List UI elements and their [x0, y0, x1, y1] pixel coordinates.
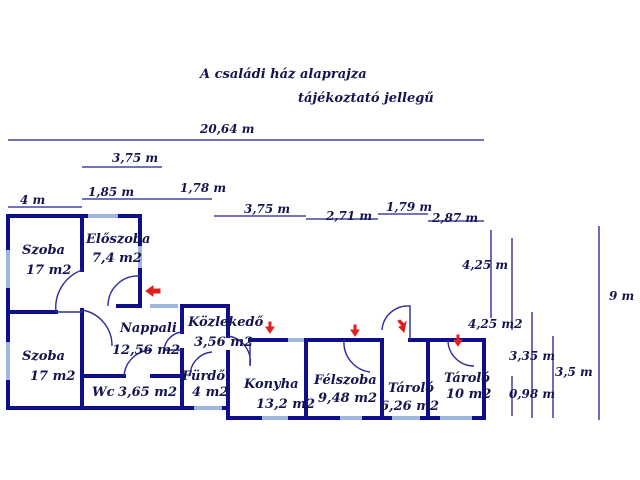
door-szoba-eloszoba: [55, 269, 83, 313]
room-tarolo2-name: Tároló: [444, 371, 490, 386]
dimension-labels: 20,64 m 3,75 m 4 m 1,85 m 1,78 m 3,75 m …: [20, 122, 634, 401]
room-szoba2-area: 17 m2: [30, 369, 75, 384]
dim-2-87: 2,87 m: [431, 211, 478, 225]
dim-4-25-lower: 4,25 m2: [468, 317, 522, 331]
windows: [6, 214, 472, 420]
dim-3-75: 3,75 m: [244, 202, 290, 216]
dim-1-78: 1,78 m: [180, 181, 226, 195]
room-szoba1-area: 17 m2: [26, 263, 71, 278]
door-tarolo2-outside: [447, 339, 475, 367]
doors: [55, 269, 475, 377]
room-wc-name: Wc: [92, 385, 115, 400]
door-konyha-felszoba: [343, 339, 371, 373]
room-nappali-area: 12,56 m2: [112, 343, 180, 358]
room-furdo-area: 4 m2: [192, 385, 228, 400]
room-felszoba-name: Félszoba: [313, 373, 377, 388]
dim-3-75-top: 3,75 m: [112, 151, 158, 165]
dim-overall-width: 20,64 m: [199, 122, 254, 136]
arrow-konyha-icon: [265, 321, 275, 334]
dim-1-79: 1,79 m: [386, 200, 432, 214]
room-szoba2-name: Szoba: [22, 349, 65, 364]
door-nappali-wc: [123, 349, 153, 377]
door-eloszoba-nappali: [107, 275, 141, 307]
door-tarolo1-outside: [381, 305, 411, 340]
room-konyha-area: 13,2 m2: [256, 397, 315, 412]
plan-title: A családi ház alaprajza: [198, 67, 367, 82]
arrow-tarolo2-icon: [453, 334, 463, 347]
room-konyha-name: Konyha: [243, 377, 299, 392]
arrow-eloszoba-icon: [145, 285, 161, 297]
door-corridor-konyha: [227, 335, 252, 367]
room-tarolo1-area: 6,26 m2: [380, 399, 439, 414]
dim-9: 9 m: [609, 289, 634, 303]
room-kozlekedo-area: 3,56 m2: [194, 335, 253, 350]
dimension-lines: [8, 139, 600, 420]
entry-arrows: [145, 285, 463, 347]
room-eloszoba-area: 7,4 m2: [92, 251, 142, 266]
dim-1-85: 1,85 m: [88, 185, 134, 199]
dim-3-35: 3,35 m: [509, 349, 555, 363]
arrow-felszoba-icon: [350, 324, 360, 337]
room-wc-area: 3,65 m2: [118, 385, 177, 400]
dim-4-25-upper: 4,25 m: [462, 258, 508, 272]
arrow-tarolo1-icon: [397, 319, 407, 334]
door-nappali-corridor: [163, 331, 183, 351]
dim-2-71: 2,71 m: [325, 209, 372, 223]
dim-3-5: 3,5 m: [555, 365, 593, 379]
room-tarolo1-name: Tároló: [388, 381, 434, 396]
room-felszoba-area: 9,48 m2: [318, 391, 377, 406]
dim-4: 4 m: [20, 193, 45, 207]
room-eloszoba-name: Előszoba: [85, 232, 150, 247]
plan-subtitle: tájékoztató jellegű: [298, 91, 434, 106]
door-corridor-furdo: [189, 351, 213, 377]
door-nappali-szoba2: [81, 309, 113, 347]
dim-0-98: 0,98 m: [509, 387, 555, 401]
room-labels: Szoba 17 m2 Előszoba 7,4 m2 Szoba 17 m2 …: [22, 232, 491, 414]
room-kozlekedo-name: Közlekedő: [187, 315, 264, 330]
room-szoba1-name: Szoba: [22, 243, 65, 258]
room-nappali-name: Nappali: [119, 321, 177, 336]
room-tarolo2-area: 10 m2: [446, 387, 491, 402]
room-furdo-name: Fürdő: [181, 369, 225, 384]
